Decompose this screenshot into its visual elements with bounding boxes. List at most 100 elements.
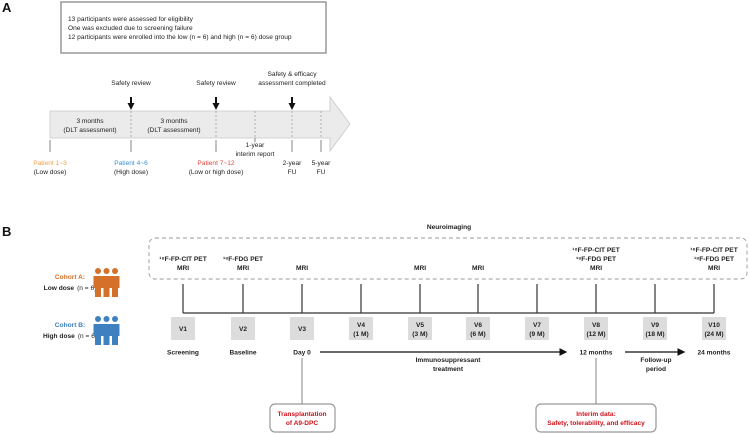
cohort-dose: High dose(n = 6)	[43, 333, 97, 340]
review-label: Safety review	[196, 80, 236, 87]
visit-milestone-label: 24 months	[698, 350, 731, 357]
treatment-label-1: Immunosuppressant	[416, 357, 482, 364]
milestone-sub: FU	[288, 169, 297, 176]
visit-box	[349, 317, 373, 340]
timeline-arrow	[49, 95, 351, 153]
visit-code: V8	[592, 322, 600, 329]
review-label: assessment completed	[258, 80, 326, 87]
cohort-dose-label: High dose	[43, 333, 75, 340]
imaging-label: MRI	[590, 265, 602, 272]
visit-code: V2	[239, 326, 247, 333]
visit-milestone-label: Screening	[167, 350, 199, 357]
visit-box	[525, 317, 549, 340]
imaging-label: ¹⁸F-FP-CIT PET	[572, 247, 619, 254]
visit-time: (6 M)	[470, 331, 485, 338]
review-arrows	[127, 97, 296, 110]
imaging-label: ¹⁸F-FP-CIT PET	[159, 256, 206, 263]
visit-time: (24 M)	[704, 331, 723, 338]
visit-time: (18 M)	[645, 331, 664, 338]
summary-line-1: 13 participants were assessed for eligib…	[68, 16, 194, 23]
enrollment-summary-box	[60, 1, 327, 54]
milestone-sub: (Low or high dose)	[189, 169, 244, 176]
person-head-icon	[95, 268, 101, 274]
imaging-label: ¹⁸F-FP-CIT PET	[690, 247, 737, 254]
milestone-title: Patient 7~12	[197, 160, 235, 167]
visit-milestone-label: Baseline	[229, 350, 256, 357]
cohort-name: Cohort A:	[55, 274, 85, 281]
imaging-label: MRI	[177, 265, 189, 272]
summary-line-3: 12 participants were enrolled into the l…	[68, 34, 292, 41]
person-body-icon	[102, 276, 111, 297]
visit-box	[231, 317, 255, 340]
visit-v4: V4(1 M)	[349, 284, 373, 340]
interim-text-2: Safety, tolerability, and efficacy	[547, 420, 645, 427]
imaging-label: MRI	[472, 265, 484, 272]
person-body-icon	[93, 324, 103, 345]
followup-label-2: period	[646, 366, 666, 373]
person-head-icon	[103, 268, 110, 274]
period-label: (DLT assessment)	[63, 127, 116, 134]
people-group-icon	[93, 316, 120, 345]
period-label: (DLT assessment)	[147, 127, 200, 134]
visit-time: (9 M)	[529, 331, 544, 338]
timeline-dividers	[130, 111, 322, 138]
neuroimaging-box	[148, 237, 748, 280]
panel-a-labels: Safety review Safety review Safety & effic…	[33, 71, 331, 176]
period-label: 3 months	[160, 118, 188, 125]
visit-box	[290, 317, 314, 340]
milestone-sub: FU	[317, 169, 326, 176]
person-head-icon	[103, 316, 110, 322]
visit-time: (12 M)	[586, 331, 605, 338]
milestone-sub: (High dose)	[114, 169, 148, 176]
person-body-icon	[93, 276, 103, 297]
summary-line-2: One was excluded due to screening failur…	[68, 25, 193, 32]
down-arrow-head-icon	[212, 103, 220, 110]
visit-code: V10	[708, 322, 720, 329]
person-head-icon	[112, 316, 118, 322]
cohorts: Cohort A:Low dose(n = 6)Cohort B:High do…	[43, 268, 120, 345]
visit-milestone-label: Day 0	[293, 350, 311, 357]
visit-box	[171, 317, 195, 340]
imaging-label: ¹⁸F-FDG PET	[694, 256, 734, 263]
person-head-icon	[95, 316, 101, 322]
visit-code: V6	[474, 322, 482, 329]
review-label: Safety review	[111, 80, 151, 87]
milestone-title: Patient 1~3	[33, 160, 67, 167]
panel-b-label: B	[2, 224, 11, 239]
visit-time: (3 M)	[412, 331, 427, 338]
visit-code: V3	[298, 326, 306, 333]
interim-box	[535, 403, 657, 433]
panel-a-label: A	[2, 0, 12, 15]
followup-label-1: Follow-up	[640, 357, 671, 364]
cohort-n: (n = 6)	[77, 285, 96, 292]
visit-box	[466, 317, 490, 340]
visit-box	[408, 317, 432, 340]
visit-v6: MRI V6 (6 M)	[466, 265, 490, 340]
visit-v7: V7(9 M)	[525, 284, 549, 340]
timeline-ticks	[49, 138, 322, 152]
period-label: 3 months	[76, 118, 104, 125]
imaging-label: ¹⁸F-FDG PET	[576, 256, 616, 263]
visit-v9: V9(18 M)	[643, 284, 667, 340]
person-body-icon	[110, 276, 120, 297]
imaging-label: ¹⁸F-FDG PET	[223, 256, 263, 263]
people-group-icon	[93, 268, 120, 297]
visit-box	[643, 317, 667, 340]
transplant-text-1: Transplantation	[277, 411, 326, 418]
visit-box	[702, 317, 726, 340]
visit-code: V5	[416, 322, 424, 329]
review-label: Safety & efficacy	[268, 71, 318, 78]
cohort-n: (n = 6)	[78, 333, 97, 340]
neuroimaging-title: Neuroimaging	[427, 224, 471, 231]
interim-text-1: Interim data:	[576, 411, 616, 418]
transplant-box	[269, 403, 336, 433]
imaging-label: MRI	[414, 265, 426, 272]
person-body-icon	[102, 324, 111, 345]
